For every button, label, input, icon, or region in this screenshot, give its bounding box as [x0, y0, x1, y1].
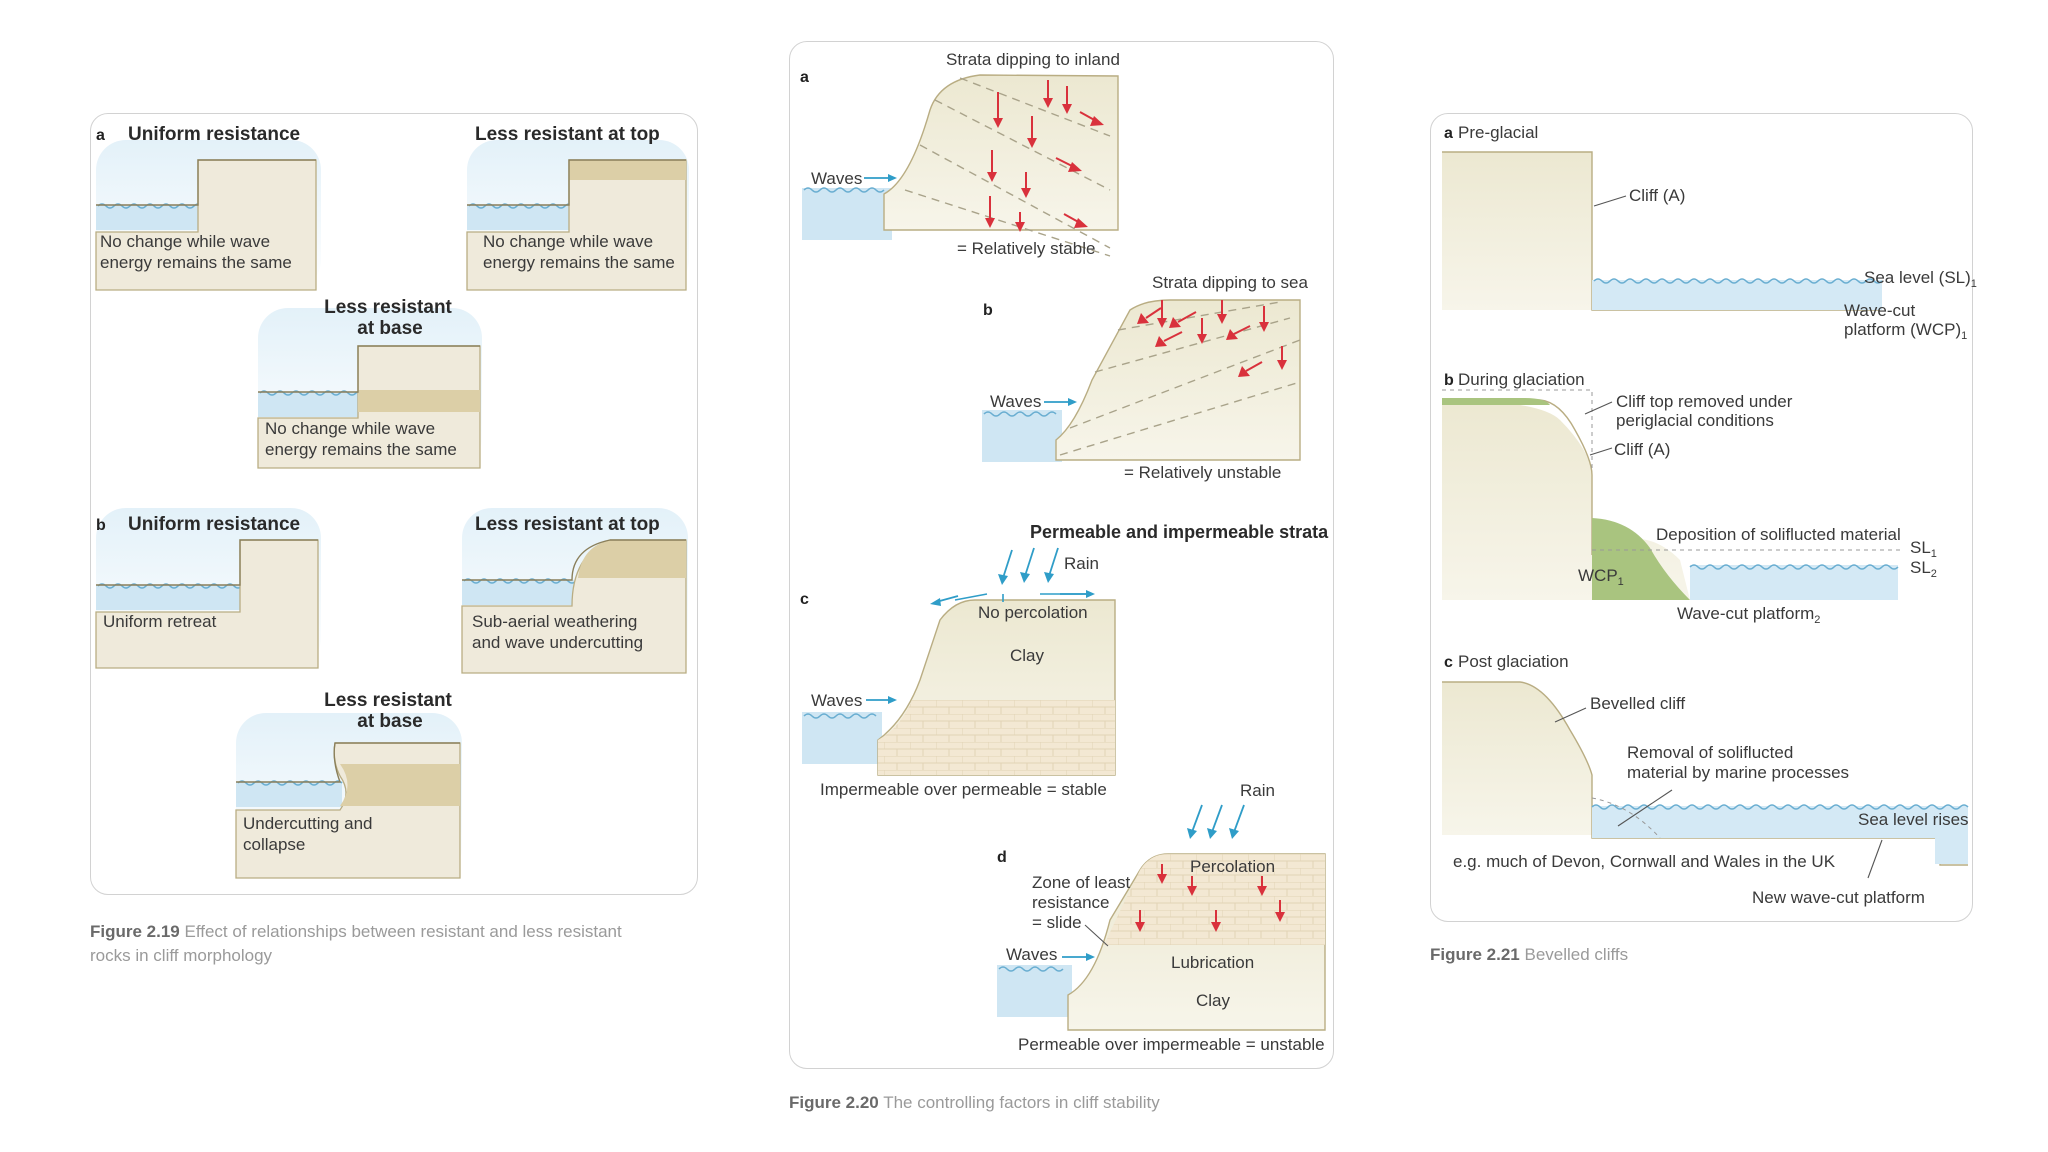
fig221-a-wcp2: platform (WCP)1 [1844, 320, 1967, 342]
diagram-impermeable-over-permeable: c Permeable and impermeable strata Rain … [800, 522, 1329, 799]
fig220-b-note: = Relatively unstable [1124, 463, 1281, 482]
fig221-a-cliff: Cliff (A) [1629, 186, 1685, 205]
fig221-c-removal2: material by marine processes [1627, 763, 1849, 782]
diagram-during-glaciation: b During glaciation Cliff top removed un… [1442, 370, 1937, 626]
fig220-a-title: Strata dipping to inland [946, 50, 1120, 69]
fig220-c-clay: Clay [1010, 646, 1045, 665]
fig220-d-lub: Lubrication [1171, 953, 1254, 972]
fig220-d-clay: Clay [1196, 991, 1231, 1010]
fig220-c-letter: c [800, 591, 809, 608]
fig221-b-sl2: SL2 [1910, 558, 1937, 580]
fig221-a-title: Pre-glacial [1458, 123, 1538, 142]
fig221-a-label: a [1444, 125, 1453, 142]
diagram-post-glaciation: c Post glaciation Bevelled cliff Removal… [1442, 652, 1969, 907]
fig219-a2-text2: energy remains the same [483, 253, 675, 272]
fig221-c-bevel: Bevelled cliff [1590, 694, 1685, 713]
fig220-c-title: Permeable and impermeable strata [1030, 522, 1329, 542]
fig219-b2-text1: Sub-aerial weathering [472, 612, 637, 631]
diagram-b-less-resistant-top: Less resistant at top Sub-aerial weather… [461, 508, 688, 674]
fig220-d-note: Permeable over impermeable = unstable [1018, 1035, 1325, 1054]
fig219-a3-text2: energy remains the same [265, 440, 457, 459]
fig220-d-waves: Waves [1006, 945, 1057, 964]
fig219-a1-text2: energy remains the same [100, 253, 292, 272]
fig219-b3-title2: at base [357, 711, 422, 732]
fig220-a-note: = Relatively stable [957, 239, 1095, 258]
diagram-permeable-over-impermeable: d Rain Percolation Zone of least resista… [997, 781, 1326, 1054]
fig219-b1-title: Uniform resistance [128, 514, 300, 535]
diagram-a-less-resistant-top: Less resistant at top No change while wa… [466, 124, 689, 291]
fig220-d-perc: Percolation [1190, 857, 1275, 876]
fig221-caption-label: Figure 2.21 [1430, 945, 1520, 964]
fig220-b-title: Strata dipping to sea [1152, 273, 1308, 292]
fig220-c-noperc: No percolation [978, 603, 1088, 622]
diagram-strata-sea: b Strata dipping to sea Waves = Relative… [982, 273, 1308, 482]
diagram-a-less-resistant-base: Less resistant at base No change while w… [257, 297, 482, 469]
fig221-b-depo: Deposition of soliflucted material [1656, 525, 1901, 544]
diagram-strata-inland: a Strata dipping to inland Waves = Relat… [800, 50, 1120, 258]
fig219-b3-text1: Undercutting and [243, 814, 372, 833]
fig219-b3-title1: Less resistant [324, 690, 452, 711]
fig221-c-new: New wave-cut platform [1752, 888, 1925, 907]
fig221-b-sl1: SL1 [1910, 538, 1937, 560]
red-arrows-a [985, 80, 1104, 232]
fig220-a-waves: Waves [811, 169, 862, 188]
fig219-a3-text1: No change while wave [265, 419, 435, 438]
fig220-d-zone1: Zone of least [1032, 873, 1131, 892]
fig219-b1-text: Uniform retreat [103, 612, 217, 631]
figure-2-21-caption: Figure 2.21 Bevelled cliffs [1430, 943, 1990, 967]
fig219-a1-title: Uniform resistance [128, 124, 300, 145]
fig220-b-waves: Waves [990, 392, 1041, 411]
fig221-c-rises: Sea level rises [1858, 810, 1969, 829]
fig220-c-waves: Waves [811, 691, 862, 710]
fig221-b-title: During glaciation [1458, 370, 1585, 389]
fig219-a1-text1: No change while wave [100, 232, 270, 251]
red-arrows-d [1135, 864, 1285, 932]
fig219-a2-text1: No change while wave [483, 232, 653, 251]
fig220-d-letter: d [997, 849, 1007, 866]
fig220-caption-text: The controlling factors in cliff stabili… [883, 1093, 1160, 1112]
figure-2-20-caption: Figure 2.20 The controlling factors in c… [789, 1091, 1349, 1115]
fig219-a2-title: Less resistant at top [475, 124, 660, 145]
diagram-b-less-resistant-base: Less resistant at base Undercutting and … [235, 690, 462, 879]
fig219-a3-title1: Less resistant [324, 297, 452, 318]
fig220-c-note: Impermeable over permeable = stable [820, 780, 1107, 799]
fig220-b-letter: b [983, 302, 993, 319]
fig219-b3-text2: collapse [243, 835, 305, 854]
red-arrows-b [1137, 300, 1287, 377]
fig219-caption-text2: rocks in cliff morphology [90, 946, 273, 965]
fig221-b-top1: Cliff top removed under [1616, 392, 1793, 411]
fig221-a-sl: Sea level (SL)1 [1864, 268, 1977, 290]
fig220-d-rain: Rain [1240, 781, 1275, 800]
fig220-d-zone2: resistance [1032, 893, 1109, 912]
fig220-caption-label: Figure 2.20 [789, 1093, 879, 1112]
fig219-b2-text2: and wave undercutting [472, 633, 643, 652]
fig221-b-label: b [1444, 372, 1454, 389]
fig219-caption-text1: Effect of relationships between resistan… [184, 922, 622, 941]
fig219-a3-title2: at base [357, 318, 422, 339]
fig221-b-cliff: Cliff (A) [1614, 440, 1670, 459]
fig219-caption-label: Figure 2.19 [90, 922, 180, 941]
fig221-b-wcp2: Wave-cut platform2 [1677, 604, 1820, 626]
fig221-b-wcp: WCP1 [1578, 566, 1624, 588]
fig221-c-eg: e.g. much of Devon, Cornwall and Wales i… [1453, 852, 1836, 871]
fig221-c-label: c [1444, 654, 1453, 671]
fig220-a-letter: a [800, 69, 809, 86]
diagram-a-uniform-resistance: a Uniform resistance No change while wav… [95, 124, 321, 291]
fig220-c-rain: Rain [1064, 554, 1099, 573]
fig221-c-title: Post glaciation [1458, 652, 1569, 671]
figure-2-19-caption: Figure 2.19 Effect of relationships betw… [90, 920, 710, 968]
fig221-c-removal1: Removal of soliflucted [1627, 743, 1793, 762]
fig219-b-letter: b [96, 517, 106, 534]
fig219-a-letter: a [96, 127, 105, 144]
fig221-a-wcp1: Wave-cut [1844, 301, 1915, 320]
fig220-d-zone3: = slide [1032, 913, 1082, 932]
diagram-b-uniform-resistance: b Uniform resistance Uniform retreat [95, 508, 321, 669]
fig221-caption-text: Bevelled cliffs [1524, 945, 1629, 964]
fig219-b2-title: Less resistant at top [475, 514, 660, 535]
fig221-b-top2: periglacial conditions [1616, 411, 1774, 430]
diagram-pre-glacial: a Pre-glacial Cliff (A) Sea level (SL)1 … [1442, 123, 1977, 342]
